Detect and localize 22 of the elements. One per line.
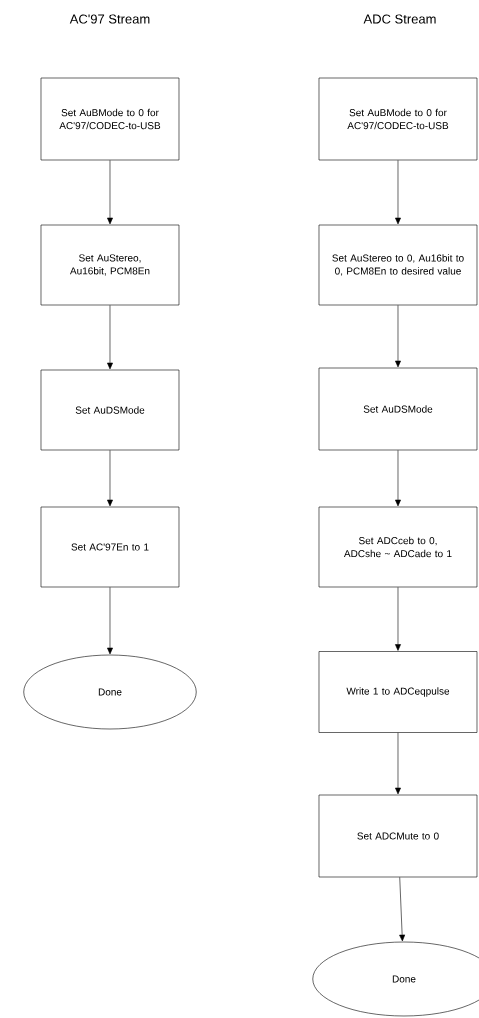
arrow bbox=[107, 160, 113, 225]
process-box: Set AuDSMode bbox=[318, 367, 478, 451]
column-heading: AC'97 Stream bbox=[69, 14, 150, 24]
process-box: Write 1 to ADCeqpulse bbox=[318, 651, 478, 733]
arrow bbox=[395, 305, 401, 368]
arrow bbox=[395, 160, 401, 225]
arrow bbox=[107, 587, 113, 655]
arrow bbox=[395, 587, 401, 651]
arrow bbox=[399, 877, 406, 942]
process-box: Set ADCceb to 0, ADCshe ~ ADCade to 1 bbox=[318, 506, 478, 588]
arrow bbox=[395, 732, 401, 795]
arrow bbox=[107, 305, 113, 370]
process-box: Set AC'97En to 1 bbox=[40, 506, 180, 588]
process-box: Set AuBMode to 0 for AC'97/CODEC-to-USB bbox=[40, 77, 180, 161]
process-box: Set AuStereo, Au16bit, PCM8En bbox=[40, 224, 180, 306]
process-box: Set AuStereo to 0, Au16bit to 0, PCM8En to desired value bbox=[318, 224, 478, 306]
arrow bbox=[107, 450, 113, 507]
process-box: Set AuBMode to 0 for AC'97/CODEC-to-USB bbox=[318, 77, 478, 161]
arrow bbox=[395, 450, 401, 507]
process-box: Set AuDSMode bbox=[40, 369, 180, 451]
process-box: Set ADCMute to 0 bbox=[318, 794, 478, 878]
column-heading: ADC Stream bbox=[363, 14, 436, 24]
